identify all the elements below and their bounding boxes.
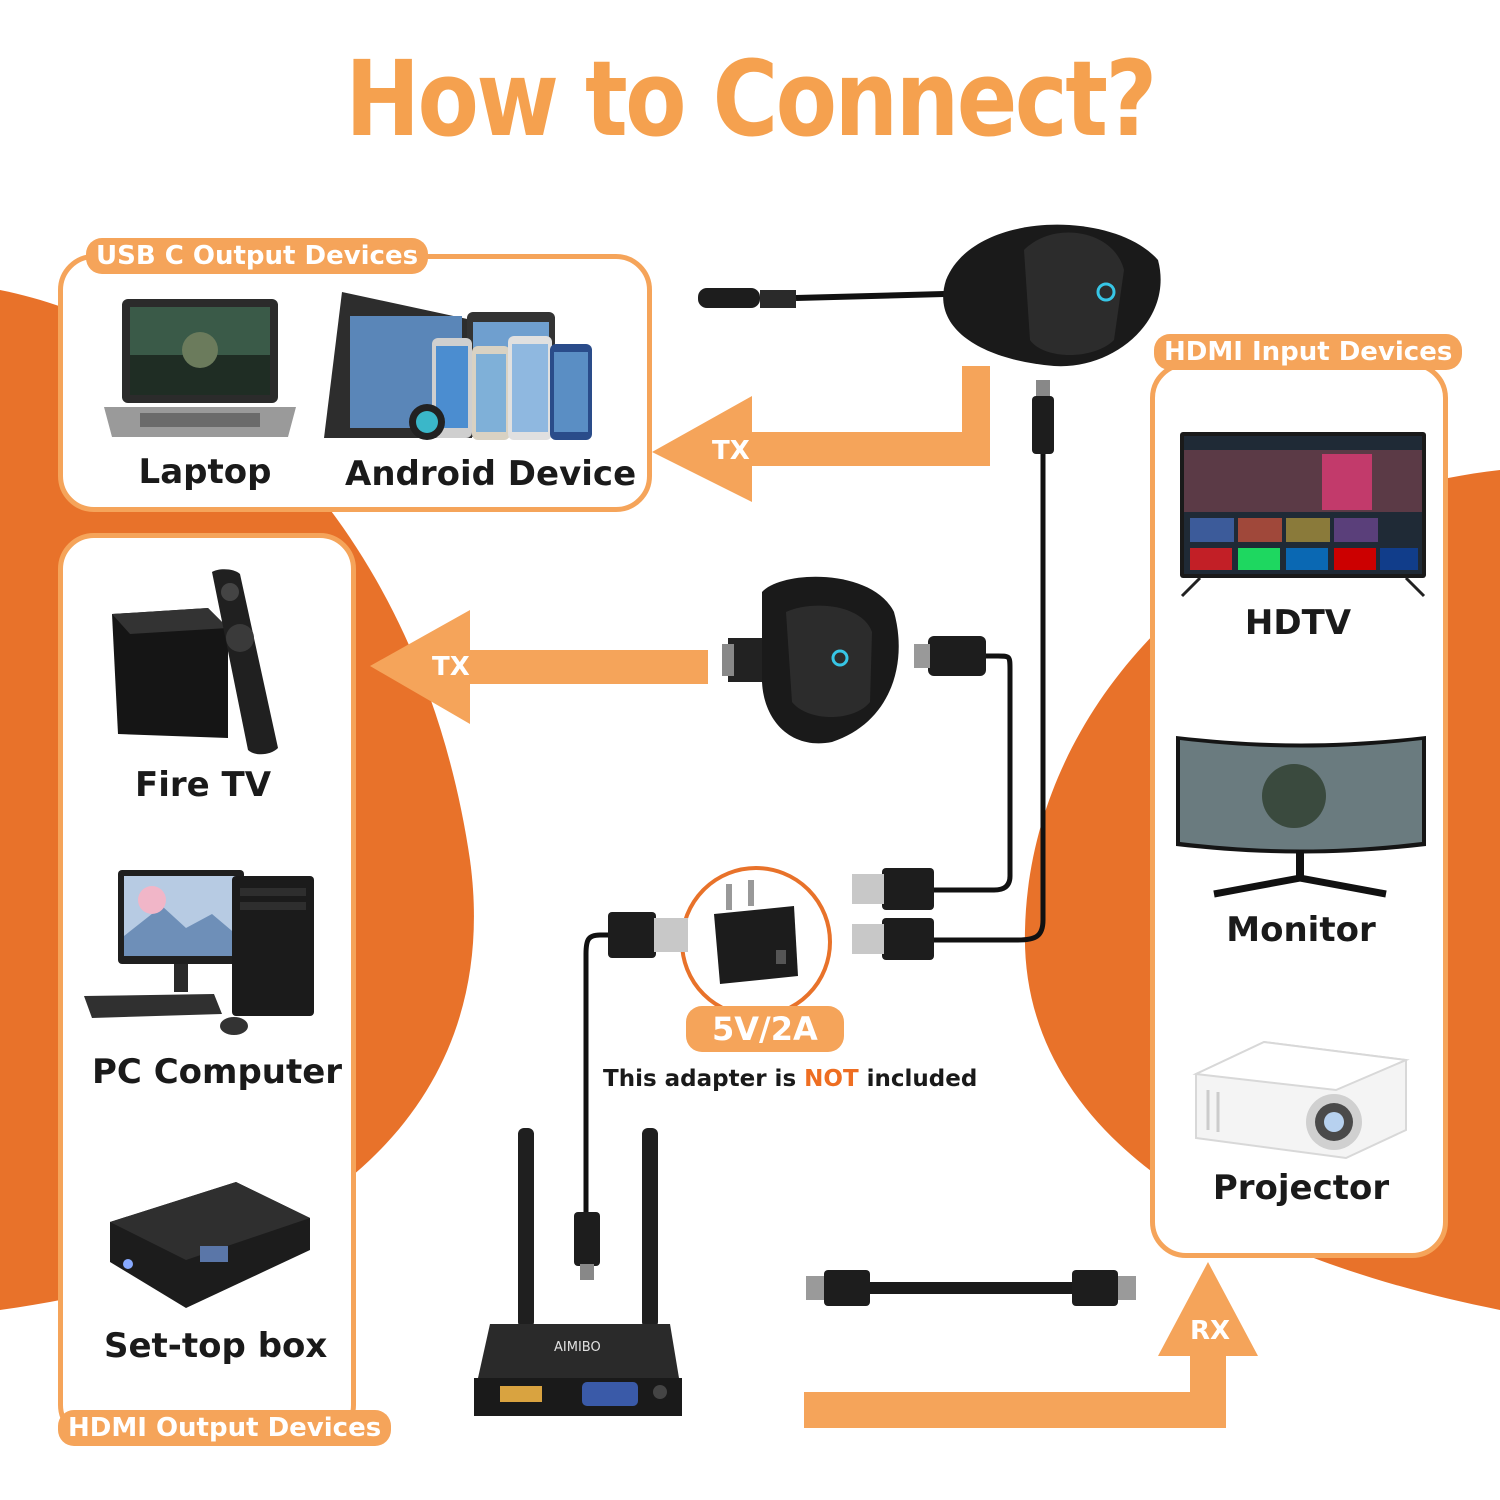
laptop-label: Laptop — [138, 452, 272, 492]
hdmi-input-tag: HDMI Input Devices — [1154, 334, 1463, 370]
power-adapter-icon — [680, 866, 832, 1018]
adapter-note-highlight: NOT — [804, 1066, 859, 1092]
hdtv-icon — [1180, 432, 1426, 598]
adapter-note-end: included — [858, 1066, 978, 1092]
laptop-icon — [104, 299, 296, 437]
receiver-brand: AIMIBO — [554, 1340, 601, 1355]
rx-label: RX — [1190, 1316, 1231, 1346]
adapter-note: This adapter is NOT included — [603, 1066, 977, 1092]
monitor-label: Monitor — [1226, 910, 1376, 950]
usb-cables — [852, 380, 1054, 960]
receiver-icon — [474, 1128, 682, 1416]
pc-computer-label: PC Computer — [92, 1052, 343, 1092]
tx-middle-arrow — [370, 610, 708, 724]
fire-tv-icon — [112, 569, 278, 755]
usb-c-transmitter-icon — [698, 224, 1161, 367]
fire-tv-label: Fire TV — [134, 765, 272, 805]
adapter-note-start: This adapter is — [603, 1066, 805, 1092]
power-badge: 5V/2A — [686, 1006, 844, 1052]
hdmi-output-tag: HDMI Output Devices — [58, 1410, 392, 1446]
projector-label: Projector — [1212, 1168, 1390, 1208]
tx-top-arrow — [652, 366, 990, 502]
set-top-box-icon — [110, 1182, 310, 1308]
tx-top-label: TX — [712, 436, 750, 466]
hdmi-cable-icon — [806, 1270, 1136, 1306]
set-top-box-label: Set-top box — [104, 1326, 328, 1366]
hdtv-label: HDTV — [1244, 603, 1352, 643]
projector-icon — [1192, 1040, 1410, 1160]
receiver-power-cable — [574, 912, 688, 1280]
android-device-label: Android Device — [345, 454, 637, 494]
monitor-icon — [1176, 736, 1426, 898]
page-title: How to Connect? — [345, 38, 1157, 160]
pc-computer-icon — [84, 870, 314, 1035]
android-devices-icon — [324, 292, 592, 440]
hdmi-transmitter-icon — [722, 576, 899, 744]
rx-arrow — [804, 1262, 1258, 1428]
tx-middle-label: TX — [432, 652, 470, 682]
usb-c-output-tag: USB C Output Devices — [86, 238, 429, 274]
